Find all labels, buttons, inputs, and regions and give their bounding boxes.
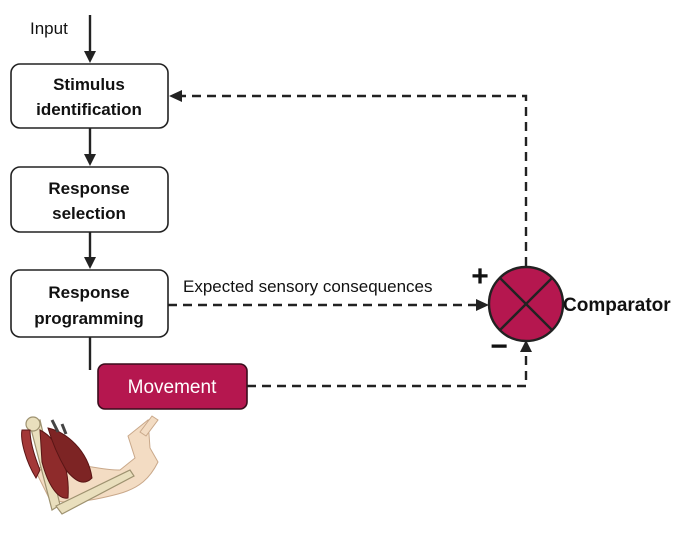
- plus-sign: +: [471, 260, 489, 293]
- comparator-label: Comparator: [563, 295, 671, 316]
- arm-illustration: [21, 415, 159, 515]
- arrow-selection-programming-head: [84, 257, 96, 269]
- movement-feedback-dashed-line: [247, 352, 528, 388]
- comparator-feedback-arrowhead: [169, 90, 182, 102]
- selection-label-line2: selection: [52, 204, 126, 223]
- arrow-stimulus-selection-head: [84, 154, 96, 166]
- stimulus-label-line2: identification: [36, 100, 142, 119]
- programming-label-line2: programming: [34, 309, 144, 328]
- stimulus-label-line1: Stimulus: [53, 75, 125, 94]
- input-arrowhead: [84, 51, 96, 63]
- comparator-feedback-dashed-line: [182, 94, 528, 266]
- movement-feedback-arrowhead: [520, 340, 532, 352]
- comparator-cross-icon: [487, 265, 565, 343]
- expected-arrowhead: [476, 299, 489, 311]
- selection-label-line1: Response: [48, 179, 129, 198]
- movement-label: Movement: [128, 377, 217, 398]
- expected-sensory-label: Expected sensory consequences: [183, 277, 433, 296]
- programming-label-line1: Response: [48, 283, 129, 302]
- minus-sign: −: [490, 330, 508, 363]
- input-label: Input: [30, 19, 68, 38]
